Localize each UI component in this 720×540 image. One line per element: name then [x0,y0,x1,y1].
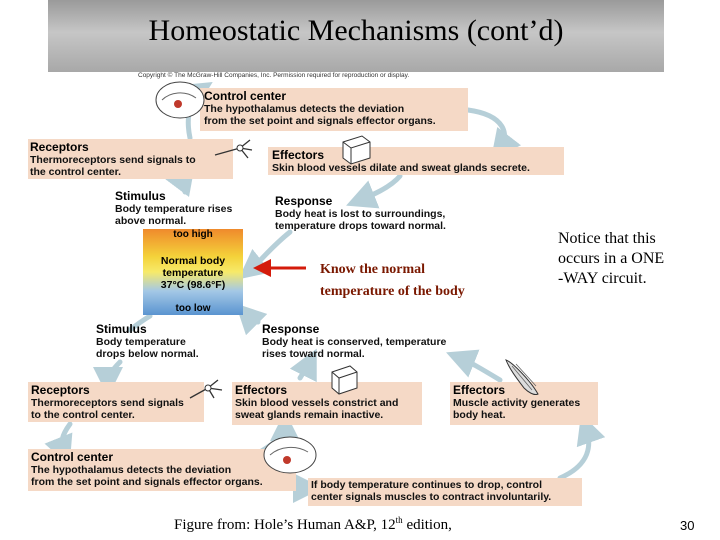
effectors-bottom-right-line2: body heat. [453,409,506,421]
receptors-bottom-text: Receptors Thermoreceptors send signals t… [31,383,184,421]
arrow-control-to-effectors [465,107,522,160]
receptors-bottom-line2: to the control center. [31,409,135,421]
page-number: 30 [680,518,695,533]
figure-source: Figure from: Hole’s Human A&P, 12th edit… [174,515,452,534]
red-annotation: Know the normal temperature of the body [320,259,465,303]
shiver-note-text: If body temperature continues to drop, c… [311,479,551,503]
receptors-top-text: Receptors Thermoreceptors send signals t… [30,140,196,178]
response-top-line1: Body heat is lost to surroundings, [275,208,446,220]
control-center-top-text: Control center The hypothalamus detects … [204,89,436,127]
stimulus-bottom-line2: drops below normal. [96,348,199,360]
receptors-bottom-heading: Receptors [31,383,90,397]
control-center-top-box [200,88,468,131]
stimulus-bottom-line1: Body temperature [96,336,186,348]
stimulus-bottom-heading: Stimulus [96,322,147,336]
control-center-top-heading: Control center [204,89,287,103]
effectors-top-line1: Skin blood vessels dilate and sweat glan… [272,162,530,174]
stimulus-top-text: Stimulus Body temperature rises above no… [115,189,232,227]
side-note-line3: -WAY circuit. [558,270,647,287]
figure-source-suffix: edition, [402,517,452,533]
arrow-shiver-to-muscle [557,413,606,481]
temperature-gauge [143,229,243,315]
receptors-top-heading: Receptors [30,140,89,154]
stimulus-top-heading: Stimulus [115,189,166,203]
response-top-heading: Response [275,194,333,208]
effectors-bottom-mid-box [232,382,422,425]
too-high-label: too high [173,229,213,240]
arrow-response-top-to-therm [238,229,293,280]
side-note-line1: Notice that this [558,230,656,247]
control-center-bottom-text: Control center The hypothalamus detects … [31,450,263,488]
title-bar [48,0,664,72]
control-center-bottom-line1: The hypothalamus detects the deviation [31,464,232,476]
effectors-bottom-mid-line2: sweat glands remain inactive. [235,409,384,421]
effectors-bottom-right-text: Effectors Muscle activity generates body… [453,383,580,421]
effectors-bottom-mid-line1: Skin blood vessels constrict and [235,397,399,409]
response-bottom-text: Response Body heat is conserved, tempera… [262,322,446,360]
receptors-top-line2: the control center. [30,166,122,178]
arrow-muscle-to-response [446,349,503,383]
figure-source-prefix: Figure from: Hole’s Human A&P, 12 [174,517,396,533]
normal-temp-line1: Normal body [160,255,226,267]
arrow-therm-to-stimulus-bottom [127,313,153,333]
control-center-bottom-line2: from the set point and signals effector … [31,476,263,488]
stimulus-top-line2: above normal. [115,215,187,227]
red-annotation-line1: Know the normal [320,262,425,277]
too-low-label: too low [175,303,211,314]
red-annotation-line2: temperature of the body [320,284,465,299]
arrow-effectors-to-response-bottom [289,348,317,383]
effectors-top-heading: Effectors [272,148,325,162]
control-center-top-line1: The hypothalamus detects the deviation [204,103,405,115]
arrow-effectors-to-response [346,173,403,209]
arrow-response-bottom-to-therm [235,303,268,336]
stimulus-top-line1: Body temperature rises [115,203,233,215]
normal-temperature-label: Normal body temperature 37°C (98.6°F) [143,255,243,291]
response-top-line2: temperature drops toward normal. [275,220,446,232]
normal-temp-line2: temperature [162,267,224,279]
shiver-note-box [308,478,582,506]
side-note: Notice that this occurs in a ONE -WAY ci… [558,229,664,289]
response-bottom-heading: Response [262,322,320,336]
copyright-notice: Copyright © The McGraw-Hill Companies, I… [138,72,410,79]
effectors-bottom-mid-heading: Effectors [235,383,288,397]
response-bottom-line2: rises toward normal. [262,348,365,360]
effectors-top-box [268,147,564,175]
arrow-stimulus-to-receptors [93,359,124,397]
receptors-top-box [28,139,233,179]
figure-source-sup: th [395,515,403,525]
normal-temp-line3: 37°C (98.6°F) [160,279,226,291]
effectors-top-text: Effectors Skin blood vessels dilate and … [272,148,530,174]
effectors-bottom-mid-text: Effectors Skin blood vessels constrict a… [235,383,398,421]
effectors-bottom-right-line1: Muscle activity generates [453,397,581,409]
effectors-bottom-right-box [450,382,598,425]
control-center-bottom-box [28,449,296,491]
receptors-bottom-line1: Thermoreceptors send signals [31,397,184,409]
shiver-note-line2: center signals muscles to contract invol… [311,491,552,503]
effectors-bottom-right-heading: Effectors [453,383,506,397]
control-center-top-line2: from the set point and signals effector … [204,115,436,127]
shiver-note-line1: If body temperature continues to drop, c… [311,479,543,491]
response-bottom-line1: Body heat is conserved, temperature [262,336,447,348]
receptors-bottom-box [28,382,204,422]
control-center-bottom-heading: Control center [31,450,114,464]
side-note-line2: occurs in a ONE [558,250,665,267]
receptors-top-line1: Thermoreceptors send signals to [30,154,196,166]
stimulus-bottom-text: Stimulus Body temperature drops below no… [96,322,199,360]
response-top-text: Response Body heat is lost to surroundin… [275,194,446,232]
slide-title: Homeostatic Mechanisms (cont’d) [148,14,564,47]
